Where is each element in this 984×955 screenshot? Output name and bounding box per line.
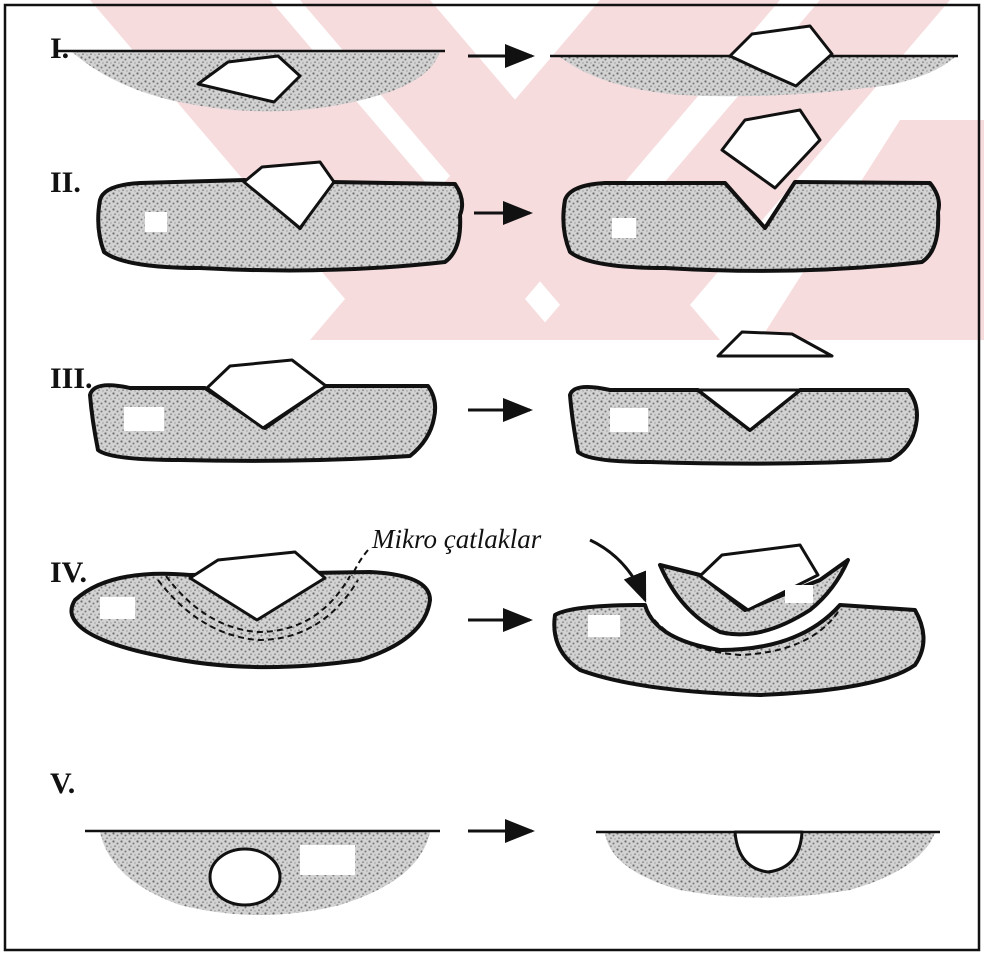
void-embedded bbox=[210, 849, 280, 905]
stage-5: V. bbox=[50, 767, 940, 915]
stage-4: IV. Mikro çatlaklar bbox=[50, 524, 924, 695]
micro-crack-pointer bbox=[590, 540, 645, 600]
stage-label-5: V. bbox=[50, 767, 75, 800]
stage-3: III. bbox=[50, 332, 917, 464]
stage-label-2: II. bbox=[50, 166, 81, 199]
stage-label-3: III. bbox=[50, 362, 93, 395]
stage-label-4: IV. bbox=[50, 556, 87, 589]
micro-crack-label: Mikro çatlaklar bbox=[371, 524, 542, 554]
stage-label-1: I. bbox=[50, 32, 69, 65]
